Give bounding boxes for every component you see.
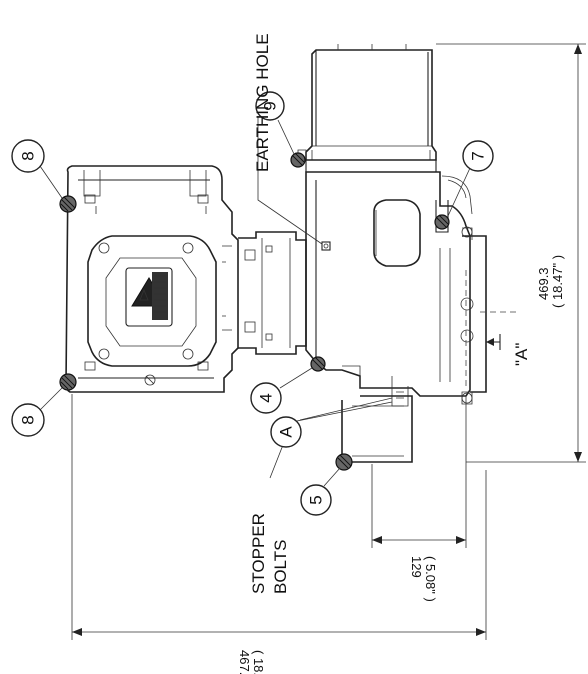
callout-bubble-a: A [270,416,302,448]
svg-text:5: 5 [307,495,326,504]
earthing-hole-label: EARTHING HOLE [253,33,272,172]
coupling-neck [238,231,307,355]
svg-text:9: 9 [261,101,280,110]
stopper-label: STOPPER [249,513,268,594]
svg-text:8: 8 [19,151,38,160]
offset-in-label: ( 5.08" ) [423,556,438,602]
callout-bubble-8-top: 8 [11,139,45,173]
view-a-label: "A" [512,343,531,366]
view-a-arrow [486,334,501,350]
svg-text:7: 7 [469,151,488,160]
callout-balls [59,152,450,471]
motor-unit [65,165,239,393]
height-in-label: ( 18.47" ) [550,255,565,308]
svg-text:A: A [277,426,296,438]
main-housing [305,150,487,463]
callout-bubble-7: 7 [462,140,494,172]
bolts-label: BOLTS [271,540,290,594]
svg-text:4: 4 [257,393,276,402]
width-mm-label: 467.8 [237,650,252,674]
dimension-height [436,43,586,463]
offset-mm-label: 129 [409,556,424,578]
callout-bubble-5: 5 [300,484,332,516]
svg-text:8: 8 [19,415,38,424]
callout-bubble-8-bottom: 8 [11,403,45,437]
width-in-label: ( 18.42" ) [251,650,266,674]
dimension-offset [371,396,467,548]
height-mm-label: 469.3 [536,267,551,300]
leader-lines [39,116,471,487]
dimension-width [71,394,487,640]
callout-bubble-4: 4 [250,382,282,414]
top-cylinder [297,44,437,161]
callout-bubble-9: 9 [255,91,285,121]
